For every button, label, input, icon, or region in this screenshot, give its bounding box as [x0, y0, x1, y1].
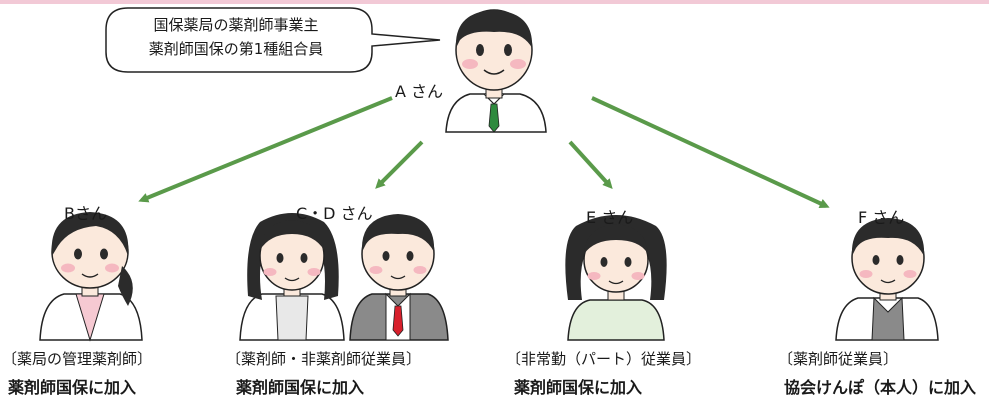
person-b-insurance: 薬剤師国保に加入 — [8, 378, 137, 397]
arrow-a-to-e — [568, 140, 613, 189]
speech-bubble-line-1: 国保薬局の薬剤師事業主 — [153, 16, 319, 34]
person-e-insurance: 薬剤師国保に加入 — [514, 378, 643, 397]
person-c-illustration — [239, 213, 345, 341]
person-f-role: 〔薬剤師従業員〕 — [778, 350, 899, 368]
person-b-name: Bさん — [64, 204, 107, 223]
top-accent-line — [0, 0, 989, 4]
person-b-role: 〔薬局の管理薬剤師〕 — [2, 350, 153, 368]
person-cd-role: 〔薬剤師・非薬剤師従業員〕 — [226, 350, 422, 368]
person-f-insurance: 協会けんぽ（本人）に加入 — [784, 378, 977, 397]
person-e-illustration — [565, 215, 667, 341]
speech-bubble-line-2: 薬剤師国保の第1種組合員 — [148, 40, 324, 58]
person-d-illustration — [349, 214, 449, 341]
person-cd-name: C・D さん — [296, 204, 373, 223]
person-b-illustration — [39, 212, 143, 342]
person-e-role: 〔非常勤（パート）従業員〕 — [506, 350, 702, 368]
arrow-a-to-cd — [375, 140, 424, 189]
person-f-name: F さん — [858, 208, 905, 227]
person-a-illustration — [445, 9, 547, 133]
arrow-a-to-f — [591, 96, 830, 209]
person-f-illustration — [835, 218, 939, 341]
speech-bubble — [105, 7, 441, 73]
person-a-name: A さん — [395, 82, 444, 101]
person-cd-insurance: 薬剤師国保に加入 — [236, 378, 365, 397]
arrow-a-to-b — [138, 96, 393, 203]
person-e-name: E さん — [586, 208, 634, 227]
